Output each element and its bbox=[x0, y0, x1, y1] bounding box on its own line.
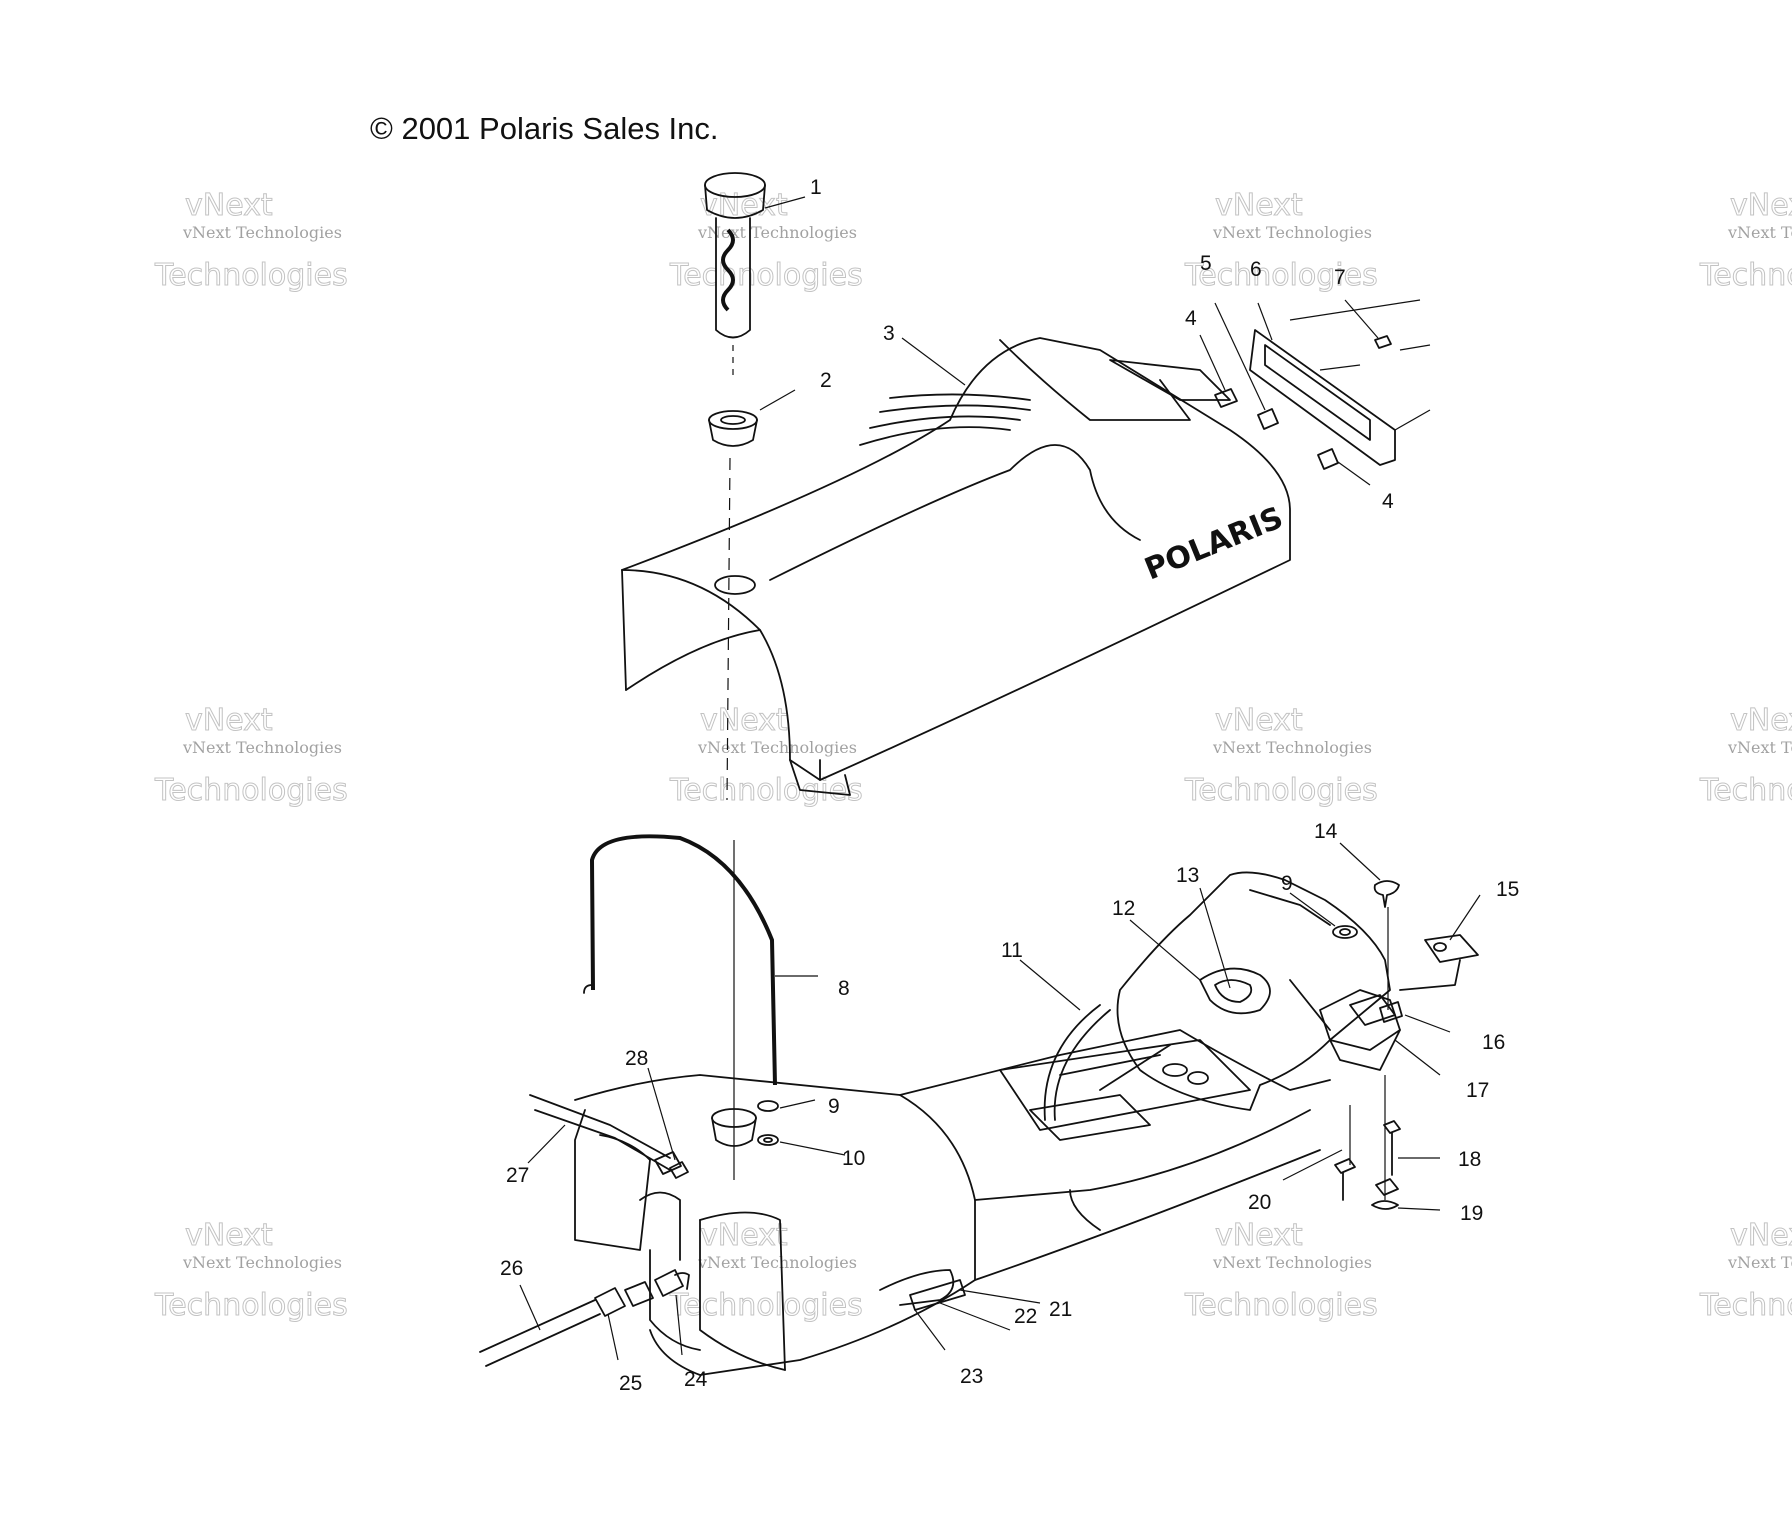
watermark-tile: vNext Technologies vNext Technologies bbox=[669, 703, 864, 809]
watermark-tile: vNext Technologies vNext Technologies bbox=[1699, 703, 1792, 809]
watermark-line: vNext bbox=[700, 1218, 788, 1253]
callout-label: 20 bbox=[1248, 1191, 1271, 1214]
watermark-line: Technologies bbox=[1699, 773, 1792, 808]
watermark-line: vNext Technologies bbox=[1212, 223, 1372, 242]
watermark-line: Technologies bbox=[154, 773, 348, 808]
callout-label: 25 bbox=[619, 1372, 642, 1395]
watermark-tile: vNext Technologies vNext Technologies bbox=[154, 703, 349, 809]
callout-label: 28 bbox=[625, 1047, 648, 1070]
watermark-line: vNext Technologies bbox=[697, 738, 857, 757]
callout-label: 4 bbox=[1382, 490, 1394, 513]
callout-label: 5 bbox=[1200, 252, 1212, 275]
watermark-line: vNext bbox=[1730, 188, 1792, 223]
watermark-line: vNext bbox=[1215, 703, 1303, 738]
callout-label: 9 bbox=[1281, 872, 1293, 895]
callout-label: 2 bbox=[820, 369, 832, 392]
watermark-tile: vNext Technologies vNext Technologies bbox=[1699, 188, 1792, 294]
callout-label: 23 bbox=[960, 1365, 983, 1388]
callout-label: 21 bbox=[1049, 1298, 1072, 1321]
callout-label: 14 bbox=[1314, 820, 1338, 843]
callout-label: 11 bbox=[1001, 939, 1023, 962]
callout-label: 8 bbox=[838, 977, 850, 1000]
watermark-line: vNext Technologies bbox=[1727, 1253, 1792, 1272]
watermark-line: Technologies bbox=[1699, 258, 1792, 293]
watermark-line: vNext bbox=[1730, 703, 1792, 738]
watermark-line: Technologies bbox=[669, 773, 863, 808]
fuel-tank-part bbox=[574, 1004, 1331, 1376]
vent-hose-part bbox=[583, 834, 777, 1180]
watermark-line: vNext bbox=[185, 1218, 273, 1253]
polaris-logo-text: POLARIS bbox=[1140, 500, 1288, 587]
callout-label: 13 bbox=[1176, 864, 1199, 887]
watermark-line: vNext bbox=[185, 703, 273, 738]
rear-bracket-part bbox=[1214, 299, 1431, 470]
watermark-line: Technologies bbox=[154, 1288, 348, 1323]
watermark-tile: vNext Technologies vNext Technologies bbox=[669, 188, 864, 294]
callout-label: 12 bbox=[1112, 897, 1135, 920]
callout-label: 18 bbox=[1458, 1148, 1481, 1171]
watermark-line: vNext bbox=[1215, 1218, 1303, 1253]
leader-lines-bottom bbox=[519, 842, 1481, 1361]
watermark-line: Technologies bbox=[669, 1288, 863, 1323]
watermark-line: Technologies bbox=[154, 258, 348, 293]
right-hardware-parts bbox=[1319, 880, 1479, 1210]
callout-label: 15 bbox=[1496, 878, 1519, 901]
grommet-part bbox=[708, 410, 758, 447]
watermark-line: vNext bbox=[1215, 188, 1303, 223]
watermark-line: vNext bbox=[185, 188, 273, 223]
watermark-tile: vNext Technologies vNext Technologies bbox=[1184, 703, 1379, 809]
watermark-line: vNext Technologies bbox=[1212, 1253, 1372, 1272]
watermark-tile: vNext Technologies vNext Technologies bbox=[154, 1218, 349, 1324]
callout-label: 7 bbox=[1334, 266, 1346, 289]
callout-label: 27 bbox=[506, 1164, 529, 1187]
watermark-tile: vNext Technologies vNext Technologies bbox=[1699, 1218, 1792, 1324]
callout-label: 19 bbox=[1460, 1202, 1483, 1225]
callout-label: 4 bbox=[1185, 307, 1197, 330]
watermark-line: vNext Technologies bbox=[1212, 738, 1372, 757]
watermark-line: vNext bbox=[700, 703, 788, 738]
seat-base-part bbox=[1116, 871, 1391, 1111]
callout-label: 17 bbox=[1466, 1079, 1489, 1102]
callout-label: 22 bbox=[1014, 1305, 1037, 1328]
watermark-line: Technologies bbox=[1184, 258, 1378, 293]
watermark-tile: vNext Technologies vNext Technologies bbox=[1184, 188, 1379, 294]
watermark-line: Technologies bbox=[1184, 1288, 1378, 1323]
copyright-text: © 2001 Polaris Sales Inc. bbox=[370, 111, 719, 146]
callout-label: 1 bbox=[810, 176, 822, 199]
watermark-line: vNext Technologies bbox=[182, 223, 342, 242]
watermark-line: Technologies bbox=[1699, 1288, 1792, 1323]
leader-lines-top bbox=[759, 196, 1379, 486]
watermark-line: Technologies bbox=[669, 258, 863, 293]
callouts: 1 2 3 4 5 6 7 4 8 9 10 11 12 13 14 9 15 … bbox=[500, 176, 1519, 1395]
watermark-tile: vNext Technologies vNext Technologies bbox=[669, 1218, 864, 1324]
watermark-tile: vNext Technologies vNext Technologies bbox=[154, 188, 349, 294]
callout-label: 10 bbox=[842, 1147, 865, 1170]
watermark-line: vNext Technologies bbox=[697, 223, 857, 242]
watermark-line: vNext Technologies bbox=[182, 1253, 342, 1272]
watermark-line: vNext Technologies bbox=[1727, 738, 1792, 757]
callout-label: 3 bbox=[883, 322, 895, 345]
callout-label: 6 bbox=[1250, 258, 1262, 281]
fuel-cap-part bbox=[704, 172, 766, 375]
watermark-line: Technologies bbox=[1184, 773, 1378, 808]
callout-label: 26 bbox=[500, 1257, 523, 1280]
left-fittings-parts bbox=[529, 1094, 779, 1179]
callout-label: 9 bbox=[828, 1095, 840, 1118]
watermark-line: vNext bbox=[1730, 1218, 1792, 1253]
watermark-tile: vNext Technologies vNext Technologies bbox=[1184, 1218, 1379, 1324]
watermark-line: vNext Technologies bbox=[182, 738, 342, 757]
watermark-line: vNext Technologies bbox=[697, 1253, 857, 1272]
callout-label: 24 bbox=[684, 1368, 708, 1391]
watermark-line: vNext Technologies bbox=[1727, 223, 1792, 242]
fuel-line-parts bbox=[479, 1269, 690, 1367]
watermarks: vNext Technologies vNext Technologies vN… bbox=[154, 188, 1792, 1324]
callout-label: 16 bbox=[1482, 1031, 1505, 1054]
